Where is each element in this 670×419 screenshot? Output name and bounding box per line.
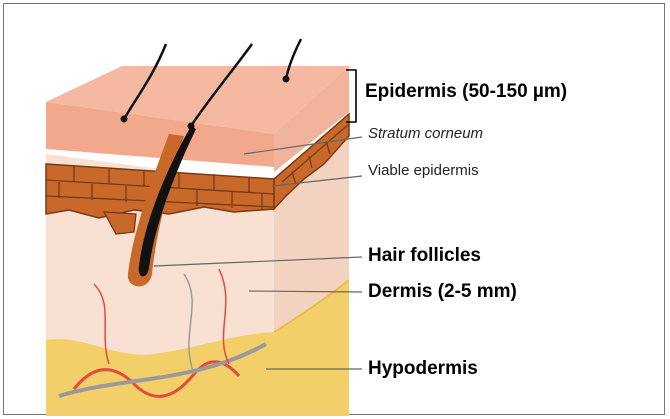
hair-root-dot (121, 116, 128, 123)
hair-root-dot (283, 76, 290, 83)
label-stratum-corneum: Stratum corneum (368, 125, 483, 142)
label-dermis: Dermis (2-5 mm) (368, 281, 517, 303)
label-viable-epidermis: Viable epidermis (368, 162, 479, 179)
label-hair-follicles: Hair follicles (368, 245, 481, 267)
figure-frame: Epidermis (50-150 µm) Stratum corneum Vi… (3, 3, 665, 415)
skin-cross-section-diagram (4, 4, 666, 416)
label-epidermis: Epidermis (50-150 µm) (365, 81, 567, 103)
label-hypodermis: Hypodermis (368, 358, 478, 380)
